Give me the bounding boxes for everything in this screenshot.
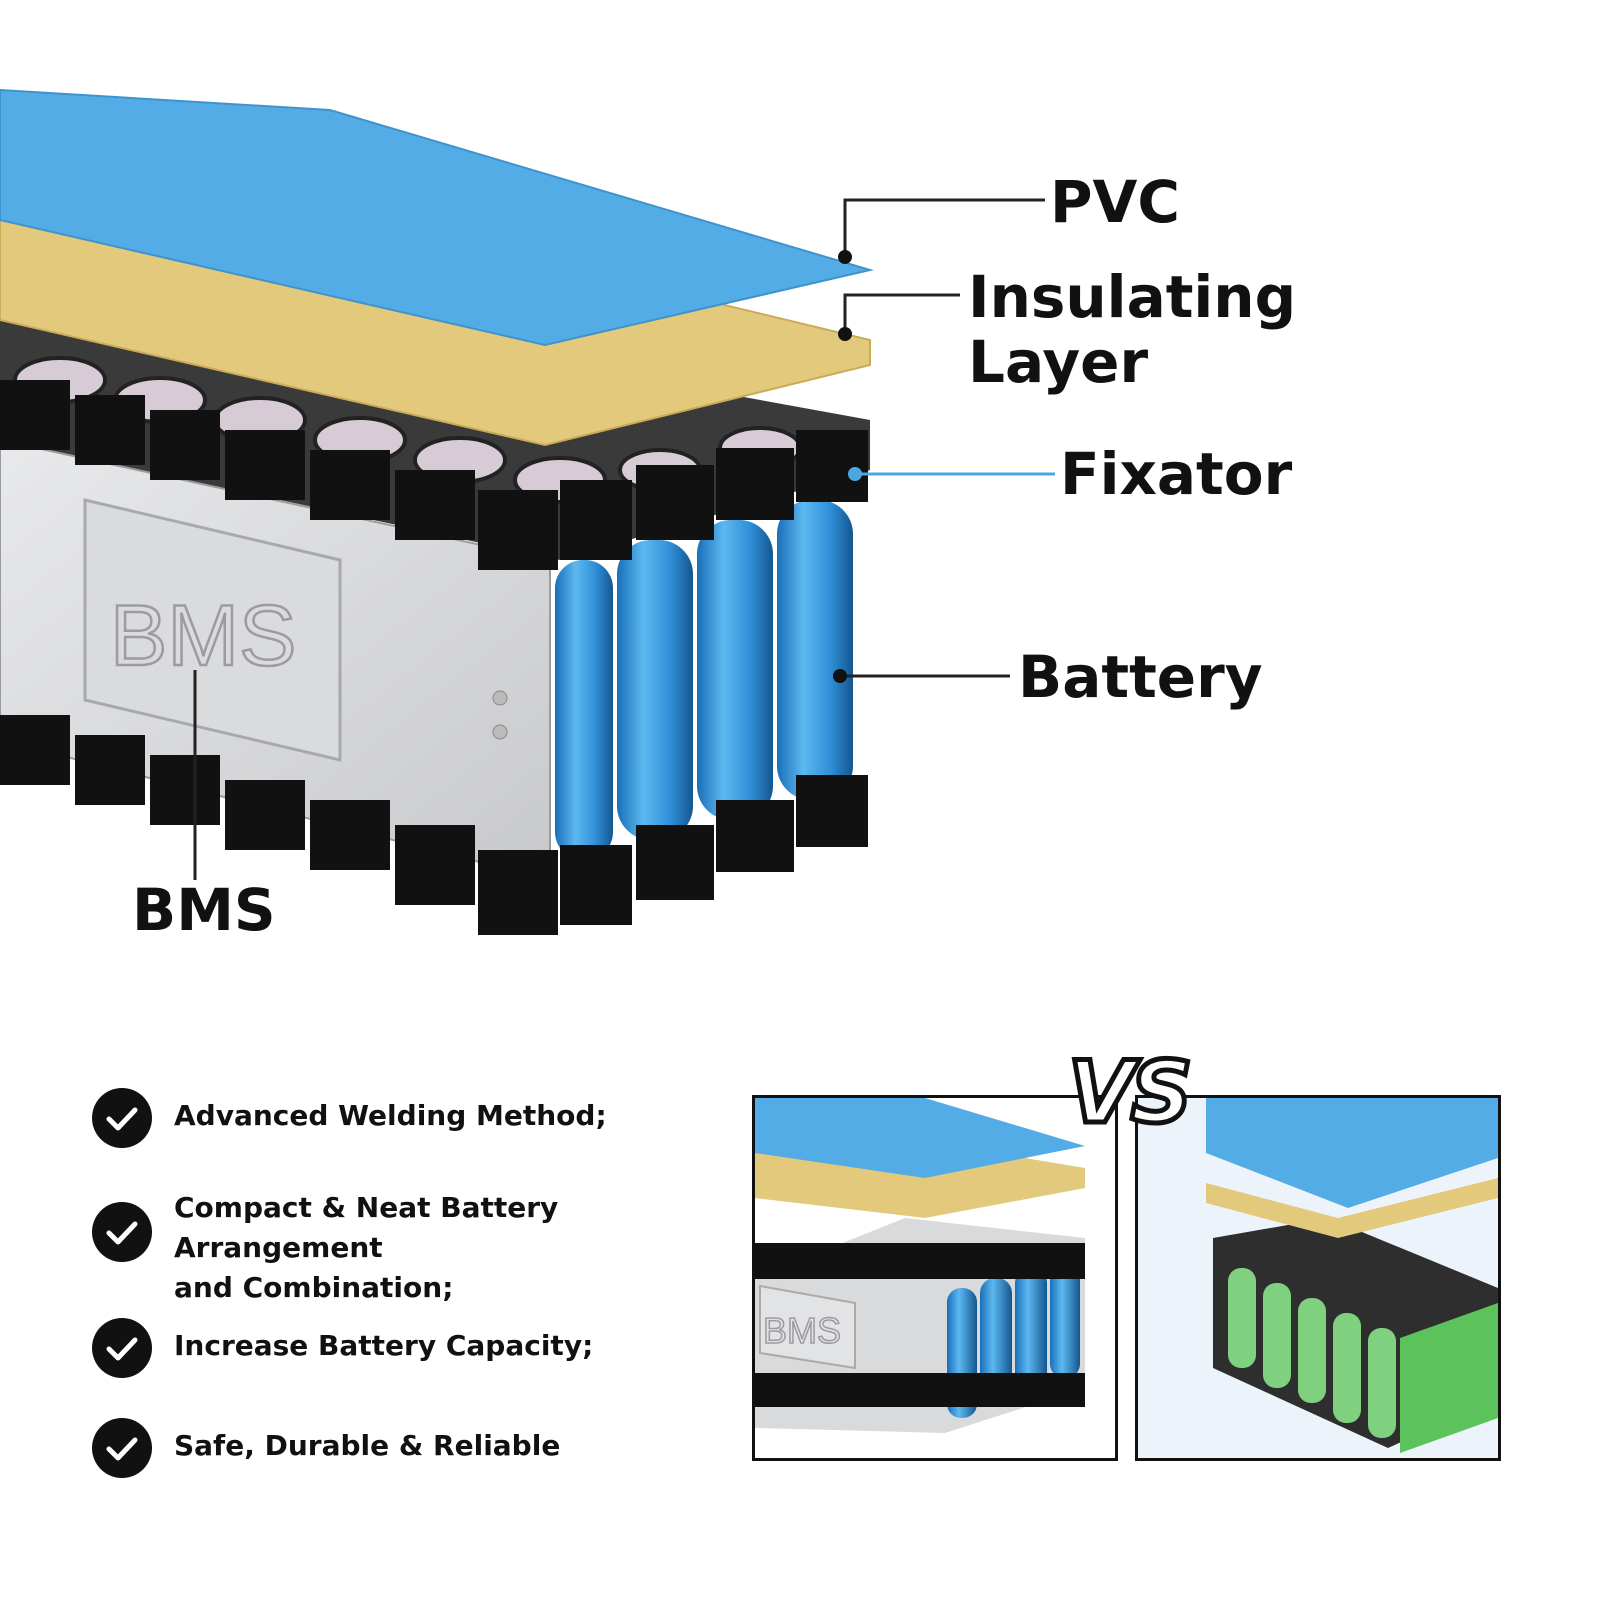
pvc-layer [0,88,874,347]
feature-text: Safe, Durable & Reliable [174,1429,561,1462]
check-circle-icon [92,1202,152,1262]
fixator-label: Fixator [1060,440,1293,508]
check-circle-icon [92,1318,152,1378]
front-cells [555,500,853,860]
bms-plate-text: BMS [110,588,296,684]
battery-cell [697,520,773,820]
pvc-label: PVC [1050,168,1180,236]
feature-text: Advanced Welding Method; [174,1099,607,1132]
insulating-layer-label-line2: Layer [968,328,1149,396]
feature-text: Compact & Neat Battery Arrangement [174,1191,559,1264]
bms-screw [492,690,508,706]
vs-badge: VS [1066,1043,1195,1143]
check-circle-icon [92,1418,152,1478]
feature-text: Increase Battery Capacity; [174,1329,594,1362]
check-circle-icon [92,1088,152,1148]
leader-dots [833,250,862,683]
battery-label: Battery [1018,643,1263,711]
insulating-layer-label-line1: Insulating [968,263,1297,331]
feature-text: and Combination; [174,1271,454,1304]
mini-battery-blue: BMS [755,1098,1085,1433]
comparison-panel-others [1135,1095,1501,1461]
battery-exploded-diagram: BMS [0,88,1055,935]
mini-battery-green [1206,1098,1498,1453]
battery-cell [617,540,693,840]
bms-plate-text-small: BMS [763,1310,841,1351]
comparison-panel-ours: BMS [752,1095,1118,1461]
battery-cell [777,500,853,800]
bms-plate [83,498,342,762]
bms-label: BMS [132,876,276,944]
battery-cell [555,560,613,860]
leader-lines [193,198,1055,880]
fixator-holders [0,380,868,935]
bms-screw [492,724,508,740]
